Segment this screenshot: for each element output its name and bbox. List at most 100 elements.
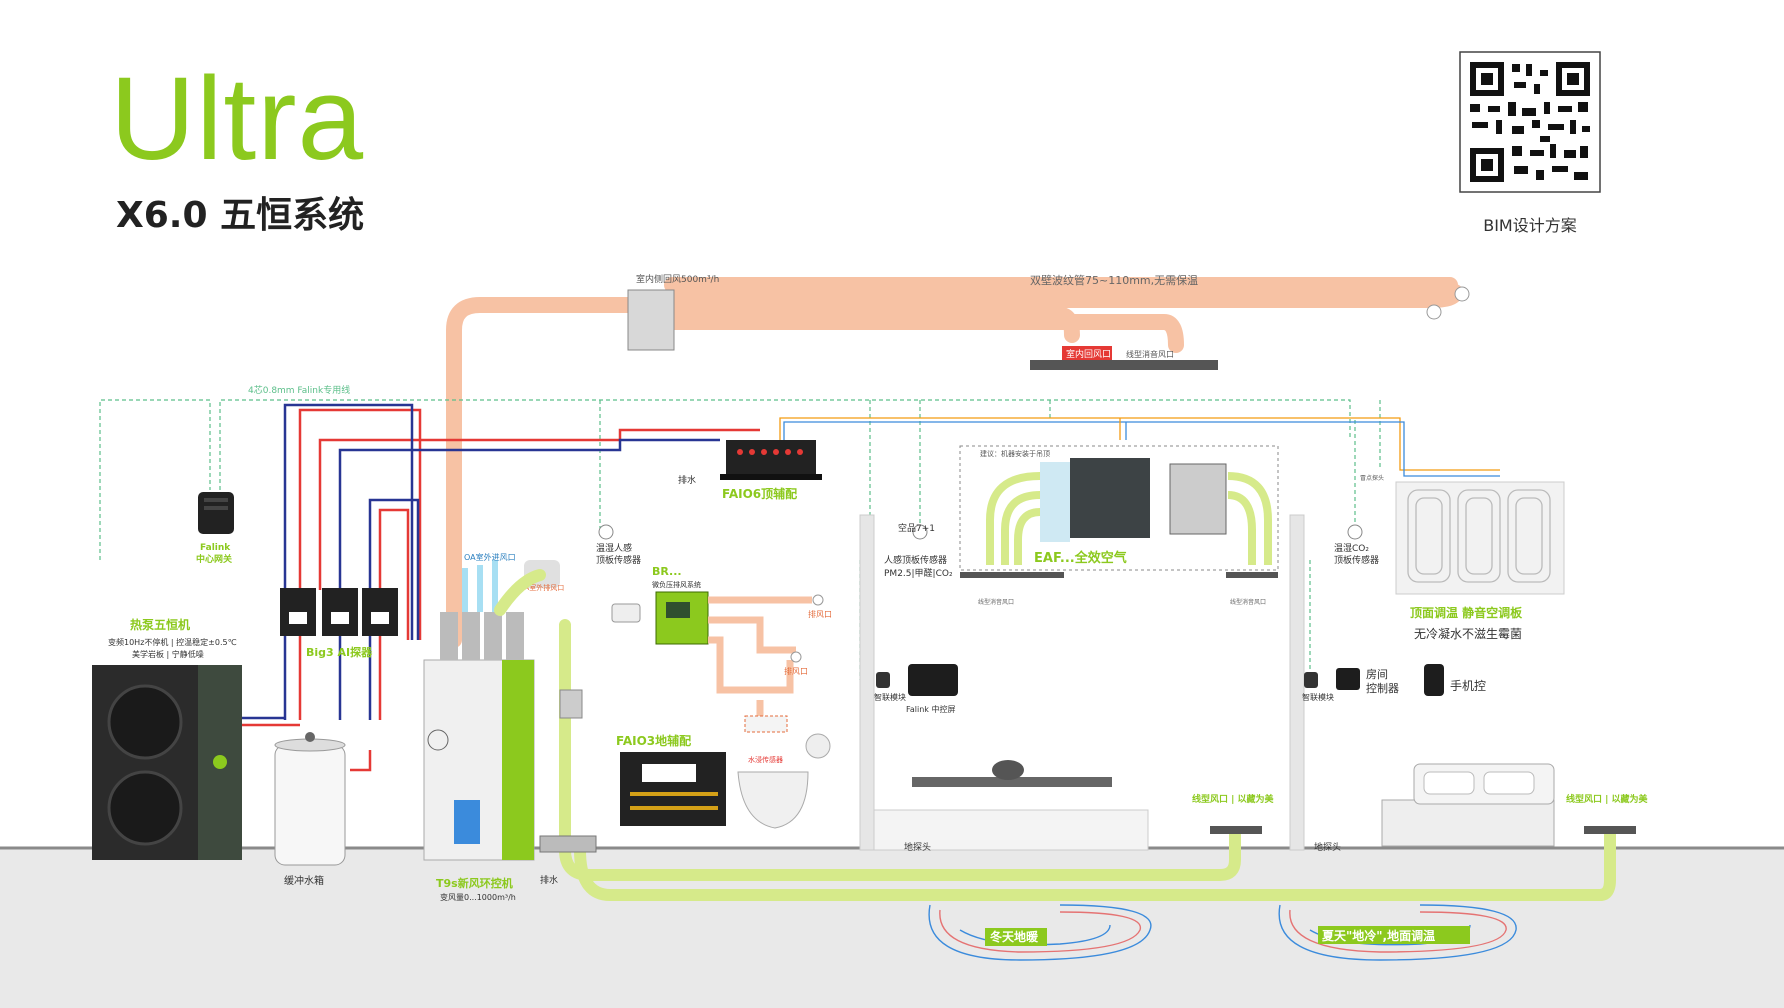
exhaust-cap-icon — [1426, 304, 1442, 320]
summer-floor-label: 夏天"地冷",地面调温 — [1322, 928, 1435, 943]
eaf-core — [1070, 458, 1150, 538]
water-sensor-label: 水浸传感器 — [748, 755, 783, 764]
tank-loop — [350, 750, 372, 772]
floor-manifold — [539, 835, 597, 853]
heat-pump-spec1: 变频10Hz不停机 | 控温稳定±0.5℃ — [108, 637, 237, 647]
exhaust-cap-icon — [1454, 286, 1470, 302]
pipe-damper — [559, 689, 583, 719]
eaf-suggest-label: 建议：机器安装于吊顶 — [980, 449, 1050, 458]
drain-label-bottom: 排水 — [540, 874, 558, 886]
return-outlet-label: 室内回风口 — [1066, 348, 1111, 360]
co2-sensor-icon — [1347, 524, 1363, 540]
eaf-outlet-right — [1226, 572, 1278, 578]
return-outlet-badge — [1062, 346, 1112, 360]
linear-outlet-label: 线型消音风口 — [1126, 349, 1174, 359]
toilet-icon — [737, 771, 809, 829]
room-controller-icon — [1336, 668, 1360, 690]
air-quality-sensor-icon — [912, 524, 928, 540]
duct-note: 双壁波纹管75~110mm,无需保温 — [1030, 273, 1198, 287]
sensor-co2-label2: 顶板传感器 — [1334, 554, 1379, 566]
floor-outlet-left — [1210, 826, 1262, 834]
phone-icon — [1424, 664, 1444, 696]
t9s-label: T9s新风环控机 — [436, 876, 513, 890]
faio6-unit — [720, 440, 822, 480]
teapot-icon — [992, 760, 1024, 780]
room-ctrl-label1: 房间 — [1366, 668, 1388, 681]
duct-box — [627, 289, 675, 351]
eaf-filter — [1040, 462, 1070, 542]
buffer-tank — [274, 732, 346, 866]
br-control — [611, 603, 641, 623]
sensor-humid-label2: 顶板传感器 — [596, 554, 641, 566]
oa-ducts — [462, 560, 498, 612]
page-subtitle: X6.0 五恒系统 — [116, 195, 365, 236]
exhaust-cap-icon — [812, 594, 824, 606]
exhaust2-label: 排风口 — [784, 666, 808, 676]
indoor-return-label: 室内侧回风500m³/h — [636, 273, 719, 285]
br-unit — [655, 591, 709, 645]
water-sensor-box — [744, 715, 788, 733]
floor-supply-pipes — [494, 569, 1616, 901]
smart-module-icon-right — [1304, 672, 1318, 688]
sink-icon — [805, 733, 831, 759]
winter-floor-label: 冬天地暖 — [990, 929, 1039, 944]
ea-outlet-label: EA室外排风口 — [520, 583, 564, 592]
sensor-air-label3: PM2.5|甲醛|CO₂ — [884, 567, 953, 579]
summer-floor-badge — [1318, 926, 1470, 944]
heat-pump-spec2: 美学岩板 | 宁静低噪 — [132, 649, 204, 659]
floor-heating-coil-left — [928, 904, 1152, 961]
floor-probe-right-label: 地探头 — [1314, 841, 1341, 853]
floor-outlet-right — [1584, 826, 1636, 834]
falink-cable-label: 4芯0.8mm Falink专用线 — [248, 384, 350, 396]
oa-inlet-label: OA室外进风口 — [464, 552, 516, 562]
humidity-sensor-icon — [598, 524, 614, 540]
tea-tray — [912, 777, 1112, 787]
eaf-box — [1169, 463, 1227, 535]
linear-small-right: 线型消音风口 — [1230, 598, 1266, 606]
tea-table — [873, 809, 1149, 851]
zone-temp-label: 顶面调温 静音空调板 — [1410, 605, 1523, 620]
floor-probe-left-label: 地探头 — [904, 841, 931, 853]
t9s-unit — [423, 612, 535, 861]
drain-label: 排水 — [678, 474, 696, 486]
faio3-unit — [620, 752, 726, 826]
linear-floor-left-label: 线型风口 | 以藏为美 — [1192, 793, 1275, 805]
exhaust-cap-icon — [790, 651, 802, 663]
t9s-spec: 变风量0...1000m³/h — [440, 892, 516, 902]
smart-module-left-label: 智联模块 — [874, 692, 906, 702]
ceiling-panel-lines — [779, 417, 1500, 477]
exhaust1-label: 排风口 — [808, 609, 832, 619]
smart-module-icon-left — [876, 672, 890, 688]
falink-gateway — [198, 492, 234, 534]
sensor-humid-label1: 温湿人感 — [596, 542, 632, 554]
eaf-area — [959, 445, 1279, 571]
eaf-label: EAF...全效空气 — [1034, 550, 1127, 566]
sensor-air-label1: 空品7+1 — [898, 522, 935, 534]
phone-ctrl-label: 手机控 — [1450, 679, 1486, 693]
ceiling-panels — [1395, 481, 1565, 595]
wall-middle — [1289, 514, 1305, 851]
page-title: Ultra — [110, 53, 365, 185]
return-duct — [446, 277, 1463, 648]
big3-sensor-units — [280, 588, 398, 636]
zone-temp-sub-label: 无冷凝水不滋生霉菌 — [1414, 626, 1522, 641]
qr-code-icon — [1459, 51, 1601, 193]
falink-control-screen — [908, 664, 958, 696]
linear-small-left: 线型消音风口 — [978, 598, 1014, 606]
gateway-sub-label: 中心网关 — [196, 553, 232, 565]
linear-floor-right-label: 线型风口 | 以藏为美 — [1566, 793, 1649, 805]
smart-module-right-label: 智联模块 — [1302, 692, 1334, 702]
br-label: BR... — [652, 565, 682, 578]
falink-ctrl-label: Falink 中控屏 — [906, 704, 955, 714]
micro-pressure-label: 微负压排风系统 — [652, 580, 701, 589]
buffer-tank-label: 缓冲水箱 — [284, 874, 324, 887]
winter-floor-badge — [985, 928, 1047, 946]
faio3-label: FAIO3地辅配 — [616, 733, 691, 748]
sensor-air-label2: 人感顶板传感器 — [884, 554, 947, 566]
heat-pump-unit — [92, 665, 242, 860]
ceiling-note: 冒点探头 — [1360, 474, 1384, 482]
sensor-co2-label1: 温湿CO₂ — [1334, 543, 1369, 554]
falink-gateway-label: Falink — [200, 543, 231, 553]
wall-left — [859, 514, 875, 851]
